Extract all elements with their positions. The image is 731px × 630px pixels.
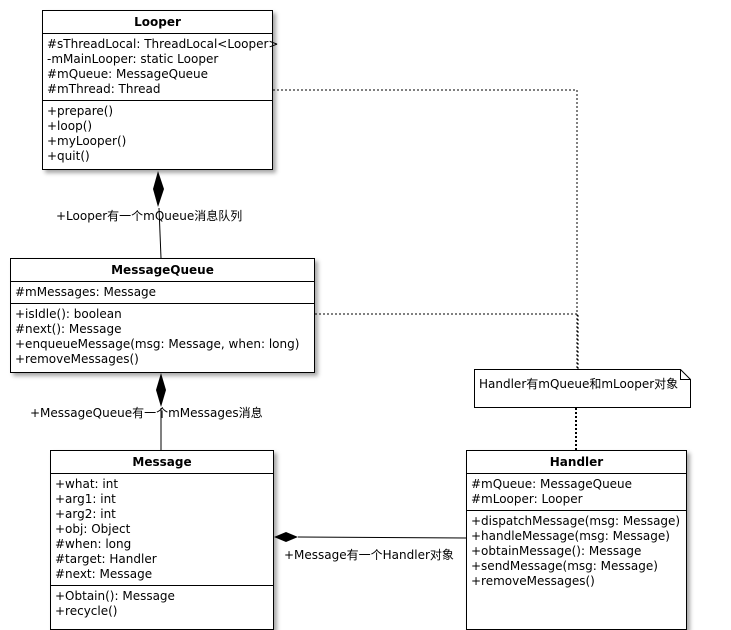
messagequeue-attribute: #mMessages: Message bbox=[15, 285, 157, 299]
handler-operation: +obtainMessage(): Message bbox=[471, 544, 642, 558]
looper-operations: +prepare() +loop() +myLooper() +quit() bbox=[43, 101, 272, 167]
looper-attribute: #sThreadLocal: ThreadLocal<Looper> bbox=[47, 37, 279, 51]
messagequeue-operation: +isIdle(): boolean bbox=[15, 307, 122, 321]
note-shape bbox=[474, 369, 691, 408]
message-operation: +Obtain(): Message bbox=[55, 589, 175, 603]
messagequeue-operation: +removeMessages() bbox=[15, 352, 139, 366]
looper-attribute: -mMainLooper: static Looper bbox=[47, 52, 219, 66]
handler-operation: +handleMessage(msg: Message) bbox=[471, 529, 670, 543]
message-attribute: +obj: Object bbox=[55, 522, 131, 536]
message-class[interactable]: Message +what: int +arg1: int +arg2: int… bbox=[50, 450, 274, 630]
composition-line-looper-messagequeue bbox=[158, 207, 162, 259]
relation-label-looper-messagequeue: +Looper有一个mQueue消息队列 bbox=[56, 209, 243, 223]
handler-operation: +sendMessage(msg: Message) bbox=[471, 559, 658, 573]
handler-attributes: #mQueue: MessageQueue #mLooper: Looper bbox=[467, 474, 686, 511]
message-attribute: +arg1: int bbox=[55, 492, 116, 506]
handler-operation: +dispatchMessage(msg: Message) bbox=[471, 514, 681, 528]
relation-label-messagequeue-message: +MessageQueue有一个mMessages消息 bbox=[30, 406, 263, 420]
looper-attributes: #sThreadLocal: ThreadLocal<Looper> -mMai… bbox=[43, 34, 279, 101]
looper-class-name: Looper bbox=[43, 11, 272, 34]
handler-class-name: Handler bbox=[467, 451, 686, 474]
note-link-looper bbox=[273, 89, 578, 369]
handler-attribute: #mLooper: Looper bbox=[471, 492, 583, 506]
message-class-name: Message bbox=[51, 451, 273, 474]
note-link-messagequeue bbox=[315, 313, 579, 369]
message-operations: +Obtain(): Message +recycle() bbox=[51, 586, 273, 622]
message-attribute: +arg2: int bbox=[55, 507, 116, 521]
messagequeue-class-name: MessageQueue bbox=[11, 259, 314, 282]
handler-note[interactable]: Handler有mQueue和mLooper对象 bbox=[474, 369, 691, 408]
composition-diamond-messagequeue bbox=[156, 373, 166, 407]
message-attribute: +what: int bbox=[55, 477, 119, 491]
composition-diamond-message bbox=[274, 532, 298, 542]
message-attribute: #next: Message bbox=[55, 567, 153, 581]
looper-operation: +loop() bbox=[47, 119, 93, 133]
messagequeue-attributes: #mMessages: Message bbox=[11, 282, 314, 304]
handler-class[interactable]: Handler #mQueue: MessageQueue #mLooper: … bbox=[466, 450, 687, 630]
composition-line-message-handler bbox=[297, 536, 467, 539]
looper-attribute: #mThread: Thread bbox=[47, 82, 161, 96]
message-attribute: #when: long bbox=[55, 537, 132, 551]
looper-operation: +myLooper() bbox=[47, 134, 127, 148]
looper-operation: +quit() bbox=[47, 149, 90, 163]
looper-operation: +prepare() bbox=[47, 104, 114, 118]
note-text: Handler有mQueue和mLooper对象 bbox=[479, 377, 679, 391]
messagequeue-operations: +isIdle(): boolean #next(): Message +enq… bbox=[11, 304, 314, 370]
message-attribute: #target: Handler bbox=[55, 552, 157, 566]
messagequeue-operation: +enqueueMessage(msg: Message, when: long… bbox=[15, 337, 300, 351]
looper-attribute: #mQueue: MessageQueue bbox=[47, 67, 209, 81]
handler-operation: +removeMessages() bbox=[471, 574, 595, 588]
looper-class[interactable]: Looper #sThreadLocal: ThreadLocal<Looper… bbox=[42, 10, 279, 170]
relation-label-message-handler: +Message有一个Handler对象 bbox=[284, 548, 454, 562]
messagequeue-operation: #next(): Message bbox=[15, 322, 122, 336]
messagequeue-class[interactable]: MessageQueue #mMessages: Message +isIdle… bbox=[10, 258, 315, 373]
message-attributes: +what: int +arg1: int +arg2: int +obj: O… bbox=[51, 474, 273, 586]
handler-operations: +dispatchMessage(msg: Message) +handleMe… bbox=[467, 511, 686, 592]
handler-attribute: #mQueue: MessageQueue bbox=[471, 477, 633, 491]
message-operation: +recycle() bbox=[55, 604, 118, 618]
composition-diamond-looper bbox=[153, 171, 164, 207]
